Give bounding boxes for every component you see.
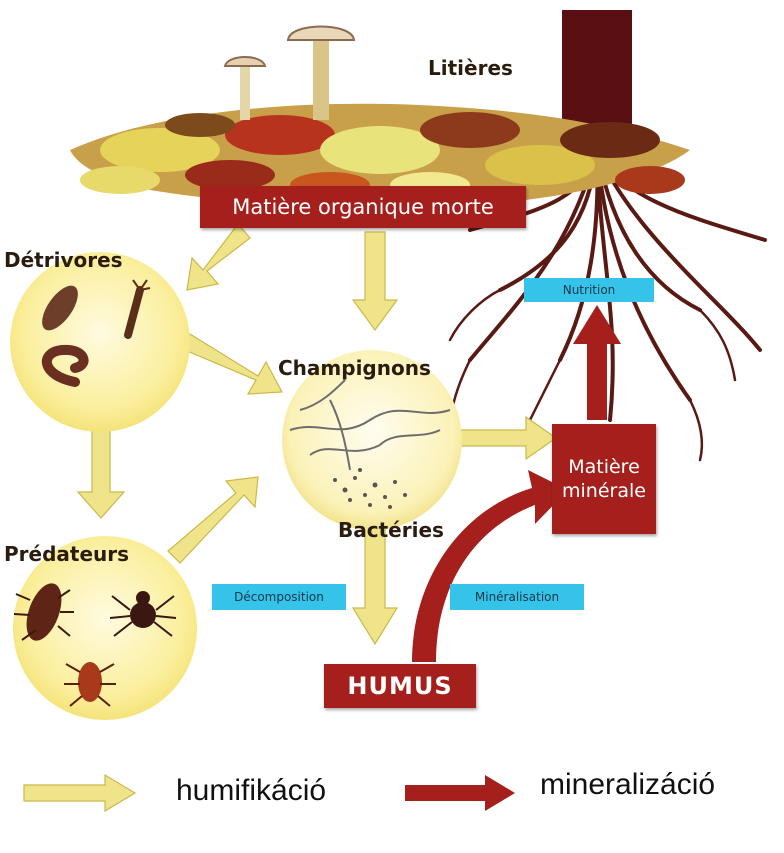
detritivores-label: Détrivores (4, 248, 123, 272)
legend-mineralization-arrow (405, 775, 515, 811)
fungi-label: Champignons (278, 356, 431, 380)
mineral-matter-line2: minérale (562, 479, 646, 503)
humus-box: HUMUS (324, 664, 476, 708)
mineral-matter-line1: Matière (568, 455, 640, 479)
bacteria-label: Bactéries (338, 518, 444, 542)
decomposition-tag: Décomposition (212, 584, 346, 610)
mineral-matter-box: Matière minérale (552, 424, 656, 534)
detritivores-circle (10, 252, 190, 432)
nutrition-tag: Nutrition (524, 278, 654, 302)
predators-label: Prédateurs (4, 542, 129, 566)
legend-humification-arrow (24, 775, 135, 811)
litter-label: Litières (428, 56, 513, 80)
dead-organic-matter-box: Matière organique morte (200, 186, 526, 228)
legend-humification-label: humifikáció (176, 774, 326, 808)
legend-mineralization-label: mineralizáció (540, 768, 715, 802)
mineralisation-tag: Minéralisation (450, 584, 584, 610)
